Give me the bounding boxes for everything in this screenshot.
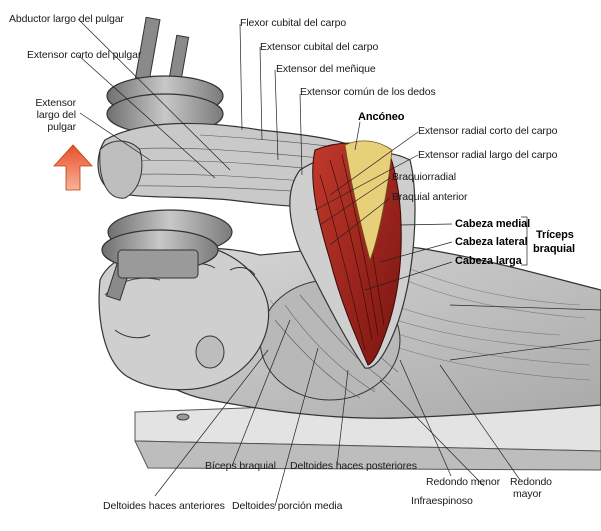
label-flexor-cubital-carpo: Flexor cubital del carpo: [240, 17, 347, 29]
label-extensor-comun-dedos: Extensor común de los dedos: [300, 86, 436, 98]
label-extensor-largo-pulgar-3: pulgar: [47, 121, 76, 133]
label-cabeza-lateral: Cabeza lateral: [455, 236, 528, 248]
label-deltoides-porcion-media: Deltoides porción media: [232, 500, 343, 512]
label-redondo-mayor-2: mayor: [513, 488, 542, 500]
label-deltoides-posteriores: Deltoides haces posteriores: [290, 460, 417, 472]
head: [98, 241, 270, 391]
label-triceps-2: braquial: [533, 243, 575, 255]
label-extensor-radial-corto: Extensor radial corto del carpo: [418, 125, 558, 137]
label-braquial-anterior: Braquial anterior: [392, 191, 468, 203]
label-extensor-radial-largo: Extensor radial largo del carpo: [418, 149, 558, 161]
leader-lines: [77, 18, 601, 507]
label-extensor-cubital-carpo: Extensor cubital del carpo: [260, 41, 379, 53]
label-extensor-largo-pulgar-2: largo del: [36, 109, 76, 121]
label-extensor-menique: Extensor del meñique: [276, 63, 376, 75]
label-abductor-largo-pulgar: Abductor largo del pulgar: [9, 13, 124, 25]
label-biceps-braquial: Bíceps braquial: [205, 460, 276, 472]
label-extensor-corto-pulgar: Extensor corto del pulgar: [27, 49, 142, 61]
label-cabeza-medial: Cabeza medial: [455, 218, 531, 230]
up-arrow-icon: [53, 144, 93, 191]
label-redondo-menor: Redondo menor: [426, 476, 500, 488]
label-infraespinoso: Infraespinoso: [411, 495, 473, 507]
label-extensor-largo-pulgar-1: Extensor: [35, 97, 76, 109]
label-redondo-mayor-1: Redondo: [510, 476, 552, 488]
label-cabeza-larga: Cabeza larga: [455, 255, 522, 267]
label-deltoides-anteriores: Deltoides haces anteriores: [103, 500, 225, 512]
upper-arm: [289, 140, 416, 369]
label-triceps-1: Tríceps: [536, 229, 574, 241]
label-anconeo: Ancóneo: [358, 111, 405, 123]
label-braquiorradial: Braquiorradial: [392, 171, 456, 183]
